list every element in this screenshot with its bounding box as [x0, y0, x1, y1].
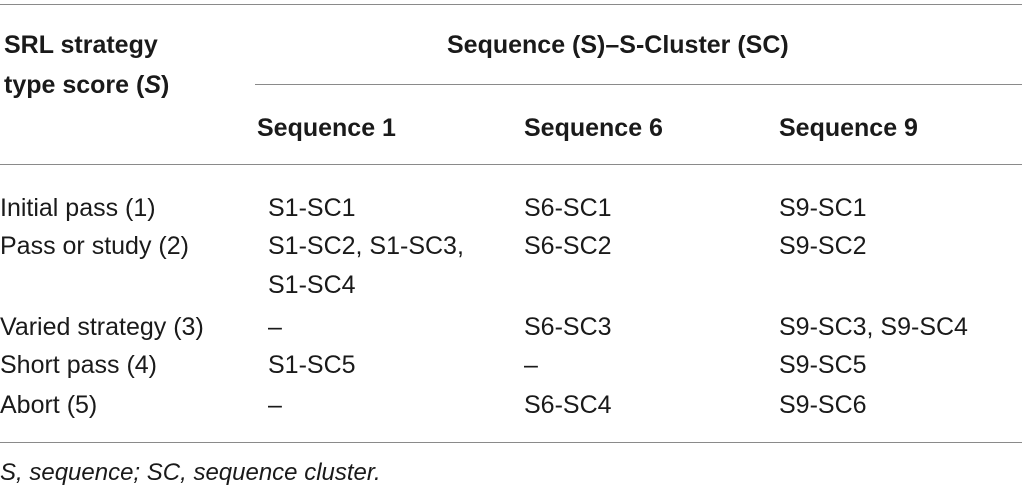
row-label: Short pass (4) — [0, 351, 158, 379]
table-footnote: S, sequence; SC, sequence cluster. — [0, 459, 381, 486]
cell-sequence-1: – — [268, 313, 282, 341]
row-label-header-line1: SRL strategy — [4, 31, 158, 59]
cell-sequence-6: S6-SC4 — [524, 391, 612, 419]
row-label: Initial pass (1) — [0, 194, 156, 222]
row-label: Pass or study (2) — [0, 232, 189, 260]
column-header-sequence-9: Sequence 9 — [779, 114, 918, 142]
cell-sequence-1: S1-SC5 — [268, 351, 356, 379]
cell-sequence-9: S9-SC5 — [779, 351, 867, 379]
cell-sequence-6: S6-SC3 — [524, 313, 612, 341]
row-label: Abort (5) — [0, 391, 98, 419]
cell-sequence-9: S9-SC2 — [779, 232, 867, 260]
cell-sequence-1-continued: S1-SC4 — [268, 271, 356, 299]
cell-sequence-6: – — [524, 351, 538, 379]
cell-sequence-9: S9-SC3, S9-SC4 — [779, 313, 968, 341]
header-bottom-rule — [0, 164, 1022, 165]
table-top-rule — [0, 4, 1022, 5]
cell-sequence-9: S9-SC1 — [779, 194, 867, 222]
row-label-header-line2: type score (S) — [4, 71, 170, 99]
table-bottom-rule — [0, 442, 1022, 443]
row-label: Varied strategy (3) — [0, 313, 204, 341]
sequence-group-header: Sequence (S)–S-Cluster (SC) — [447, 31, 789, 59]
cell-sequence-1: S1-SC1 — [268, 194, 356, 222]
column-header-sequence-1: Sequence 1 — [257, 114, 396, 142]
group-header-rule — [255, 84, 1022, 85]
cell-sequence-1: S1-SC2, S1-SC3, — [268, 232, 464, 260]
column-header-sequence-6: Sequence 6 — [524, 114, 663, 142]
cell-sequence-1: – — [268, 391, 282, 419]
cell-sequence-9: S9-SC6 — [779, 391, 867, 419]
cell-sequence-6: S6-SC1 — [524, 194, 612, 222]
cell-sequence-6: S6-SC2 — [524, 232, 612, 260]
